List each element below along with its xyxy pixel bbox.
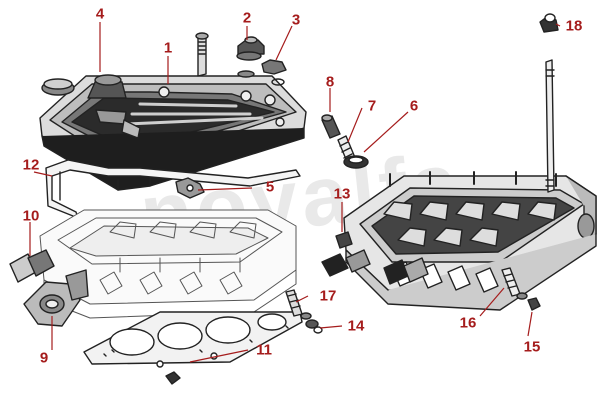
callout-4: 4	[95, 5, 105, 23]
cylinder-head-right	[343, 171, 597, 311]
callout-12: 12	[22, 156, 40, 174]
callout-2: 2	[242, 9, 252, 27]
callout-11: 11	[256, 341, 272, 359]
callout-17: 17	[319, 287, 337, 305]
callout-18: 18	[565, 17, 583, 35]
callout-9: 9	[39, 349, 49, 367]
callout-5: 5	[265, 178, 275, 196]
side-plates	[321, 249, 429, 285]
callout-1: 1	[163, 39, 173, 57]
stud-and-washers	[195, 32, 287, 86]
core-plug	[335, 231, 353, 249]
callout-10: 10	[22, 207, 40, 225]
clip	[175, 177, 205, 199]
rubber-plug	[41, 78, 75, 96]
valve-guide	[321, 114, 341, 139]
acorn-nut	[539, 13, 559, 33]
callout-6: 6	[409, 97, 419, 115]
manifold-stud	[501, 267, 541, 311]
callout-13: 13	[333, 185, 351, 203]
callout-7: 7	[367, 97, 377, 115]
callout-16: 16	[459, 314, 477, 332]
cylinder-head-left	[39, 209, 297, 319]
leader-lines	[29, 22, 561, 363]
callout-8: 8	[325, 73, 335, 91]
valve-seat	[343, 155, 369, 169]
head-stud	[285, 289, 323, 334]
head-gasket	[83, 311, 303, 385]
valve-cover	[39, 74, 307, 191]
long-stud	[545, 59, 555, 193]
callout-15: 15	[523, 338, 541, 356]
cover-plate	[9, 249, 55, 283]
thermostat-housing	[23, 269, 89, 327]
callout-3: 3	[291, 11, 301, 29]
cover-nut	[236, 36, 265, 61]
callout-14: 14	[347, 317, 365, 335]
